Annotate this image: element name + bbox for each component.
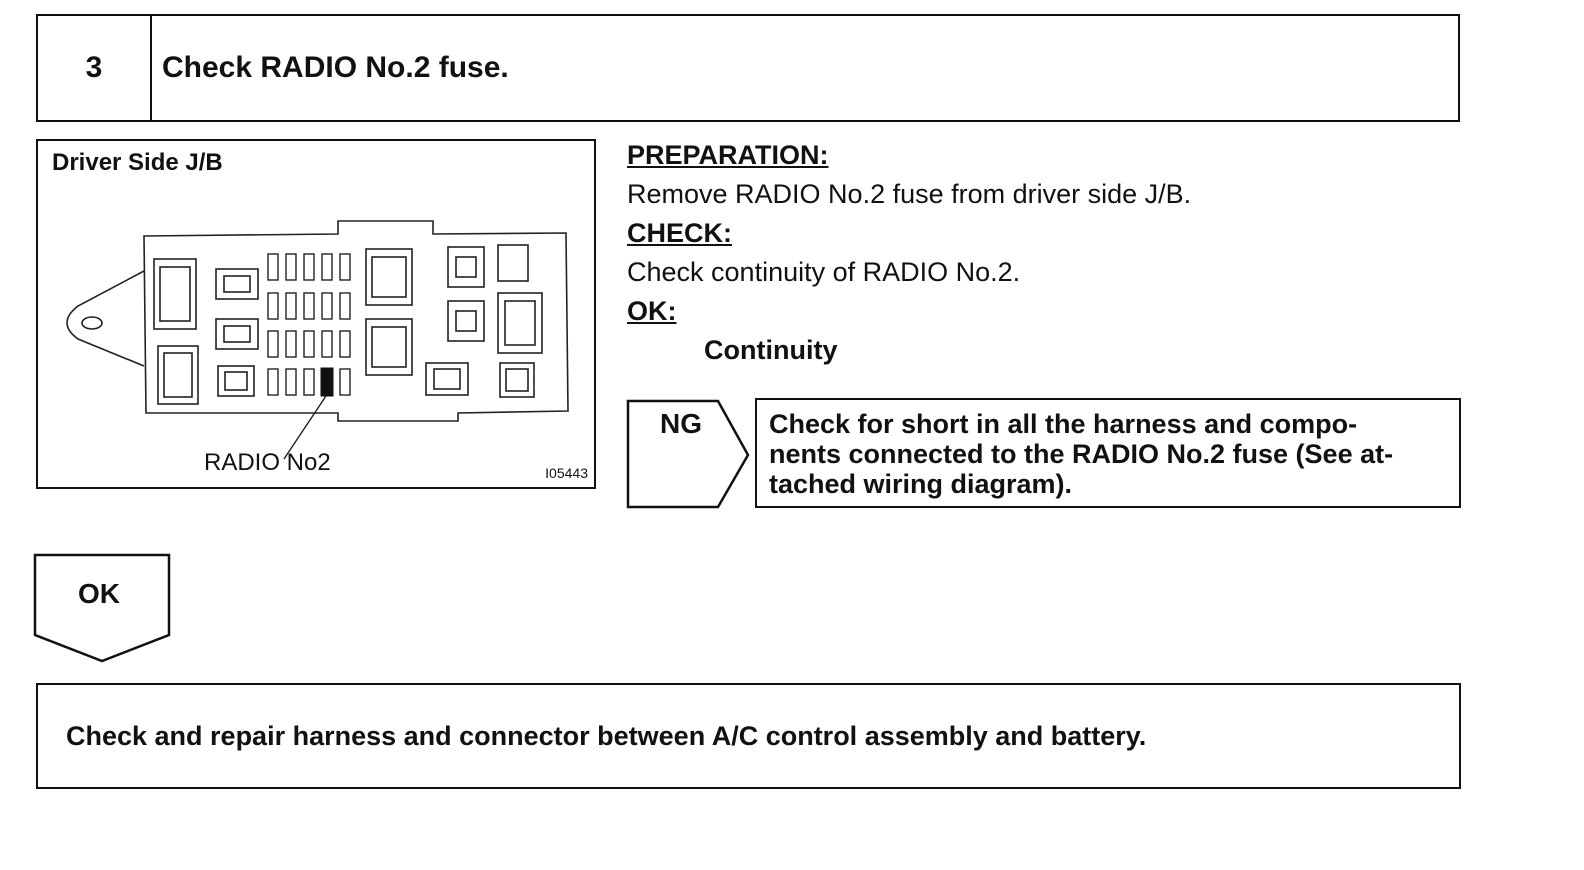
result-text: Check and repair harness and connector b… bbox=[66, 720, 1147, 751]
ng-action-box: Check for short in all the harness and c… bbox=[755, 398, 1461, 508]
check-heading: CHECK: bbox=[627, 218, 732, 248]
junction-block-illustration: Driver Side J/B bbox=[36, 139, 596, 489]
ng-action-line: nents connected to the RADIO No.2 fuse (… bbox=[769, 439, 1394, 469]
ok-label: OK bbox=[78, 578, 120, 609]
illustration-caption: Driver Side J/B bbox=[52, 149, 223, 176]
instructions: PREPARATION: Remove RADIO No.2 fuse from… bbox=[627, 136, 1191, 370]
ok-text: Continuity bbox=[704, 335, 838, 365]
radio-no2-fuse-highlight bbox=[320, 367, 334, 397]
result-box: Check and repair harness and connector b… bbox=[36, 683, 1461, 789]
ok-arrow-shape bbox=[33, 553, 171, 663]
check-text: Check continuity of RADIO No.2. bbox=[627, 257, 1021, 287]
ng-label: NG bbox=[660, 408, 702, 439]
fuse-callout-label: RADIO No2 bbox=[204, 449, 331, 476]
step-header: 3 Check RADIO No.2 fuse. bbox=[36, 14, 1460, 122]
preparation-heading: PREPARATION: bbox=[627, 140, 829, 170]
step-title: Check RADIO No.2 fuse. bbox=[162, 51, 509, 84]
ng-action-line: Check for short in all the harness and c… bbox=[769, 409, 1358, 439]
junction-block-drawing bbox=[66, 220, 569, 460]
ng-arrow-shape bbox=[626, 399, 750, 509]
ok-heading: OK: bbox=[627, 296, 677, 326]
ng-action-line: tached wiring diagram). bbox=[769, 469, 1073, 499]
step-number: 3 bbox=[38, 16, 152, 120]
figure-code: I05443 bbox=[545, 465, 588, 481]
preparation-text: Remove RADIO No.2 fuse from driver side … bbox=[627, 179, 1192, 209]
